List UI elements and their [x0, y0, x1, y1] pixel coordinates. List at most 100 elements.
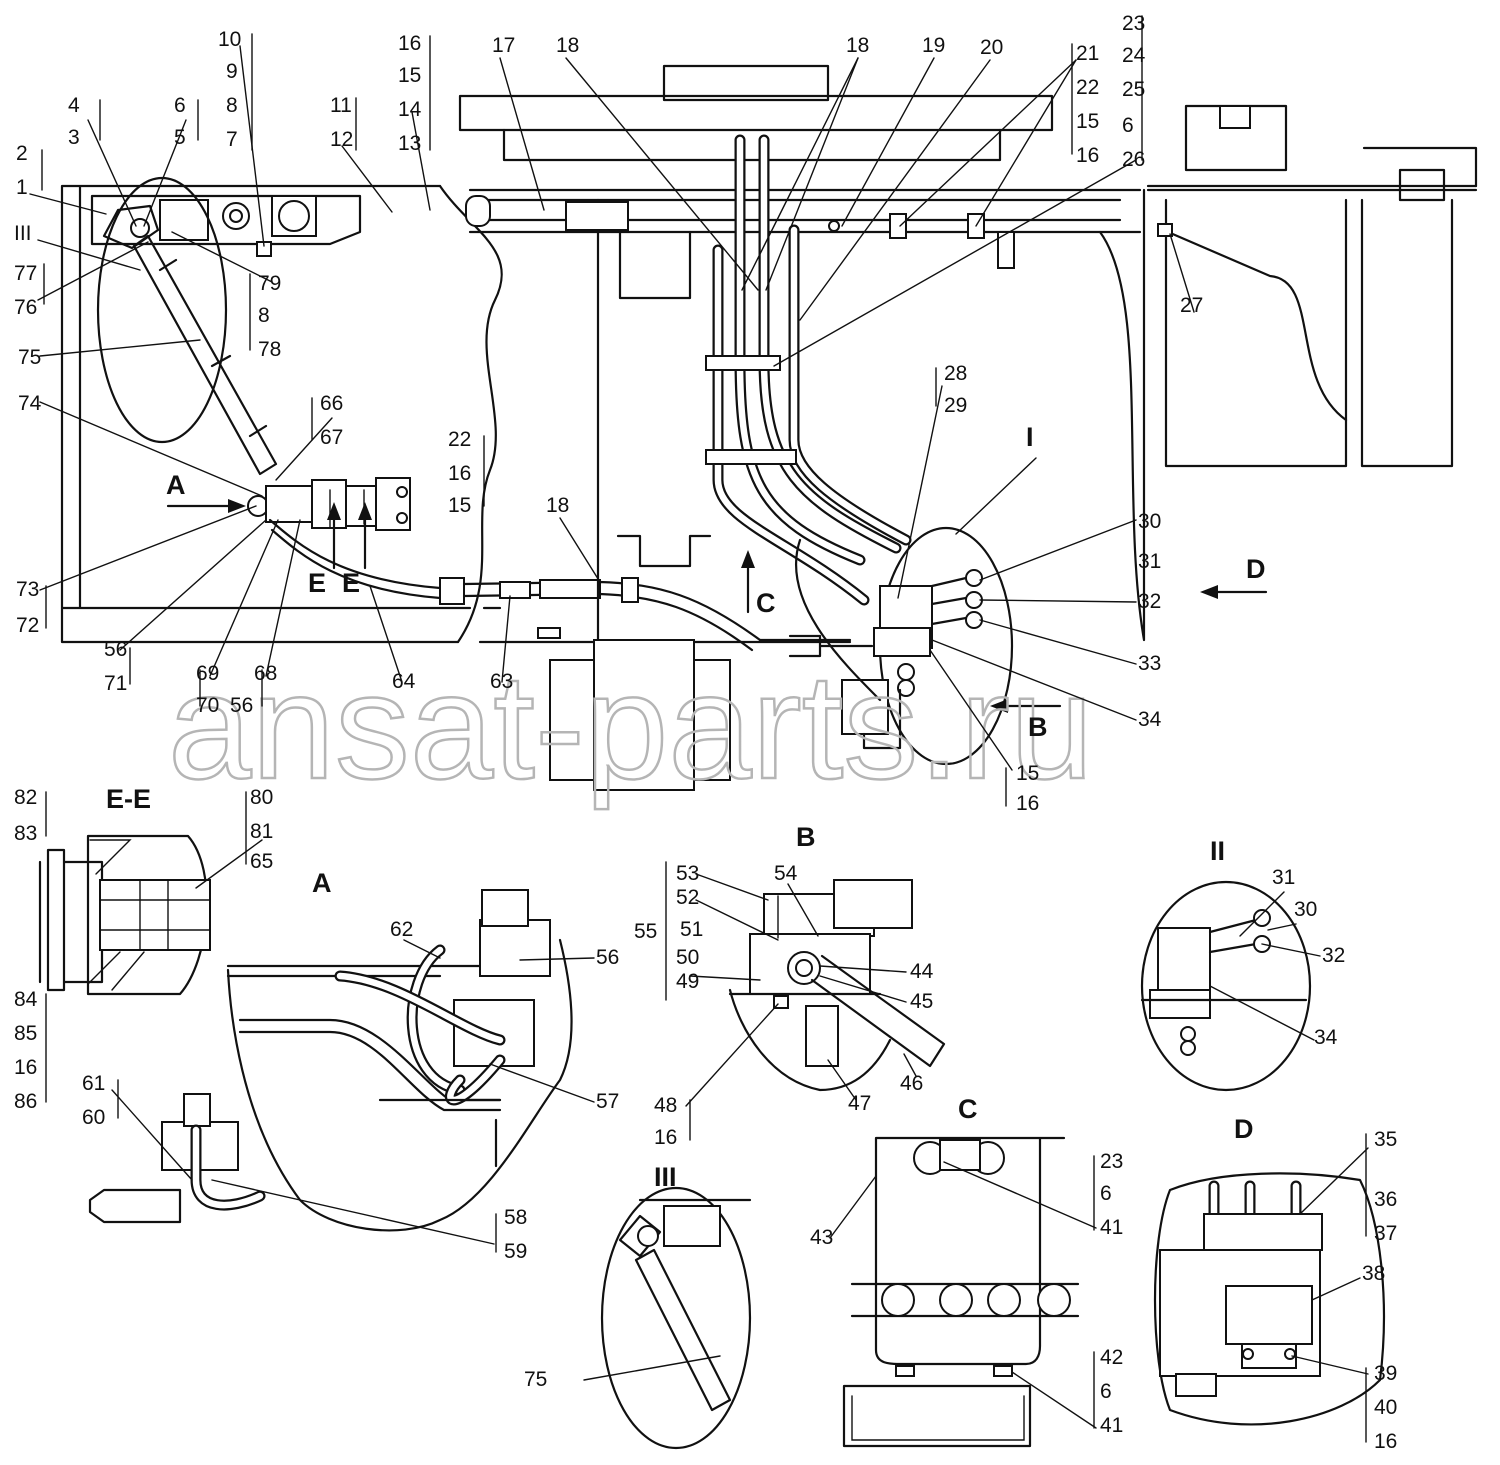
callout-main-top-4: 16 — [398, 32, 421, 55]
callout-main-top-15: 21 — [1076, 42, 1099, 65]
section-view-ee — [38, 834, 211, 996]
callout-main-top-14: 20 — [980, 36, 1003, 59]
callout-leader — [773, 159, 1137, 367]
callout-main-left-16: 68 — [254, 662, 277, 685]
callout-main-center-8: 30 — [1138, 510, 1161, 533]
callout-view-b-2: 51 — [680, 918, 703, 941]
callout-main-top-22: 6 — [1122, 114, 1134, 137]
callout-main-top-9: 12 — [330, 128, 353, 151]
callout-view-b-5: 49 — [676, 970, 699, 993]
callout-leader — [943, 1161, 1097, 1229]
callout-leader — [695, 873, 769, 901]
callout-view-a-4: 60 — [82, 1106, 105, 1129]
callout-view-d-3: 38 — [1362, 1262, 1385, 1285]
callout-view-ee-2: 80 — [250, 786, 273, 809]
callout-leader — [819, 975, 907, 1003]
callout-leader — [1267, 923, 1297, 931]
callout-leader — [1261, 943, 1321, 957]
callout-view-iii-0: 75 — [524, 1368, 547, 1391]
callout-view-ii-0: 31 — [1272, 866, 1295, 889]
callout-view-a-1: 56 — [596, 946, 619, 969]
callout-view-d-5: 40 — [1374, 1396, 1397, 1419]
callout-main-left-10: 73 — [16, 578, 39, 601]
callout-main-top-13: 19 — [922, 34, 945, 57]
callout-view-b-8: 45 — [910, 990, 933, 1013]
callout-leader — [829, 1175, 877, 1239]
callout-leader — [841, 57, 935, 227]
view-titles: A B C D E-E I II III A B C D E E — [106, 422, 1266, 1192]
callout-main-left-12: 56 — [104, 638, 127, 661]
hose-bundle — [705, 134, 912, 606]
callout-view-c-2: 41 — [1100, 1216, 1123, 1239]
callout-main-left-8: 66 — [320, 392, 343, 415]
callout-leader — [695, 899, 779, 941]
callout-leader — [39, 339, 201, 357]
callout-view-ee-0: 82 — [14, 786, 37, 809]
callout-main-top-12: 18 — [846, 34, 869, 57]
callout-leader — [903, 1053, 917, 1077]
callout-view-ii-2: 32 — [1322, 944, 1345, 967]
callout-main-center-9: 31 — [1138, 550, 1161, 573]
callout-main-left-11: 72 — [16, 614, 39, 637]
callout-main-center-11: 33 — [1138, 652, 1161, 675]
callout-leader — [559, 517, 601, 583]
callout-main-top-24: 4 — [68, 94, 80, 117]
callout-view-ee-3: 81 — [250, 820, 273, 843]
callout-leader — [979, 619, 1137, 665]
callout-main-top-27: 5 — [174, 126, 186, 149]
callout-main-center-3: 18 — [546, 494, 569, 517]
callout-view-c-6: 41 — [1100, 1414, 1123, 1437]
callout-main-top-29: 1 — [16, 176, 28, 199]
callout-view-b-11: 48 — [654, 1094, 677, 1117]
view-arrow-e1-label: E — [308, 568, 326, 598]
callout-leader — [565, 57, 759, 291]
callout-leader — [209, 519, 279, 677]
callout-view-ee-6: 85 — [14, 1022, 37, 1045]
callout-leader — [583, 1355, 721, 1381]
callout-leader — [741, 57, 859, 291]
callout-leader — [341, 145, 393, 213]
callout-main-top-17: 15 — [1076, 110, 1099, 133]
callout-main-center-12: 34 — [1138, 708, 1162, 731]
view-arrow-e2-label: E — [342, 568, 360, 598]
callout-view-d-6: 16 — [1374, 1430, 1397, 1453]
callout-view-b-0: 53 — [676, 862, 699, 885]
callout-leader — [501, 595, 511, 683]
callout-leader — [929, 649, 1013, 771]
callout-main-left-18: 64 — [392, 670, 416, 693]
callout-view-b-6: 54 — [774, 862, 798, 885]
view-title-c: C — [958, 1094, 978, 1124]
callout-leader — [143, 119, 187, 227]
view-arrow-c-label: C — [756, 588, 776, 618]
callout-view-d-2: 37 — [1374, 1222, 1397, 1245]
main-assembly-view — [60, 64, 1478, 791]
callout-leader — [369, 585, 403, 683]
callout-main-top-21: 25 — [1122, 78, 1145, 101]
view-arrow-a-label: A — [166, 470, 186, 500]
detail-view-b — [728, 879, 946, 1092]
detail-iii-marker — [96, 176, 228, 444]
callout-view-ee-5: 84 — [14, 988, 38, 1011]
callout-main-top-0: 10 — [218, 28, 241, 51]
callout-main-top-3: 7 — [226, 128, 238, 151]
cab-frame-break — [438, 184, 503, 644]
callout-main-left-15: 70 — [196, 694, 219, 717]
callout-view-ee-8: 86 — [14, 1090, 37, 1113]
callout-leader — [787, 883, 819, 937]
callout-view-c-0: 23 — [1100, 1150, 1123, 1173]
callout-leader — [39, 505, 257, 591]
callout-main-center-0: 22 — [448, 428, 471, 451]
callout-view-b-3: 55 — [634, 920, 657, 943]
callout-leader — [899, 59, 1077, 227]
callout-leader — [1299, 1147, 1369, 1215]
fuel-tank — [458, 94, 1054, 132]
view-arrow-b-label: B — [1028, 712, 1048, 742]
callout-leader — [195, 839, 263, 889]
callout-view-b-12: 16 — [654, 1126, 677, 1149]
callout-view-b-9: 46 — [900, 1072, 923, 1095]
callout-leader — [29, 193, 107, 215]
callout-main-left-5: 79 — [258, 272, 281, 295]
callout-view-c-5: 6 — [1100, 1380, 1112, 1403]
callout-leader — [979, 599, 1137, 603]
detail-view-a — [88, 889, 573, 1232]
